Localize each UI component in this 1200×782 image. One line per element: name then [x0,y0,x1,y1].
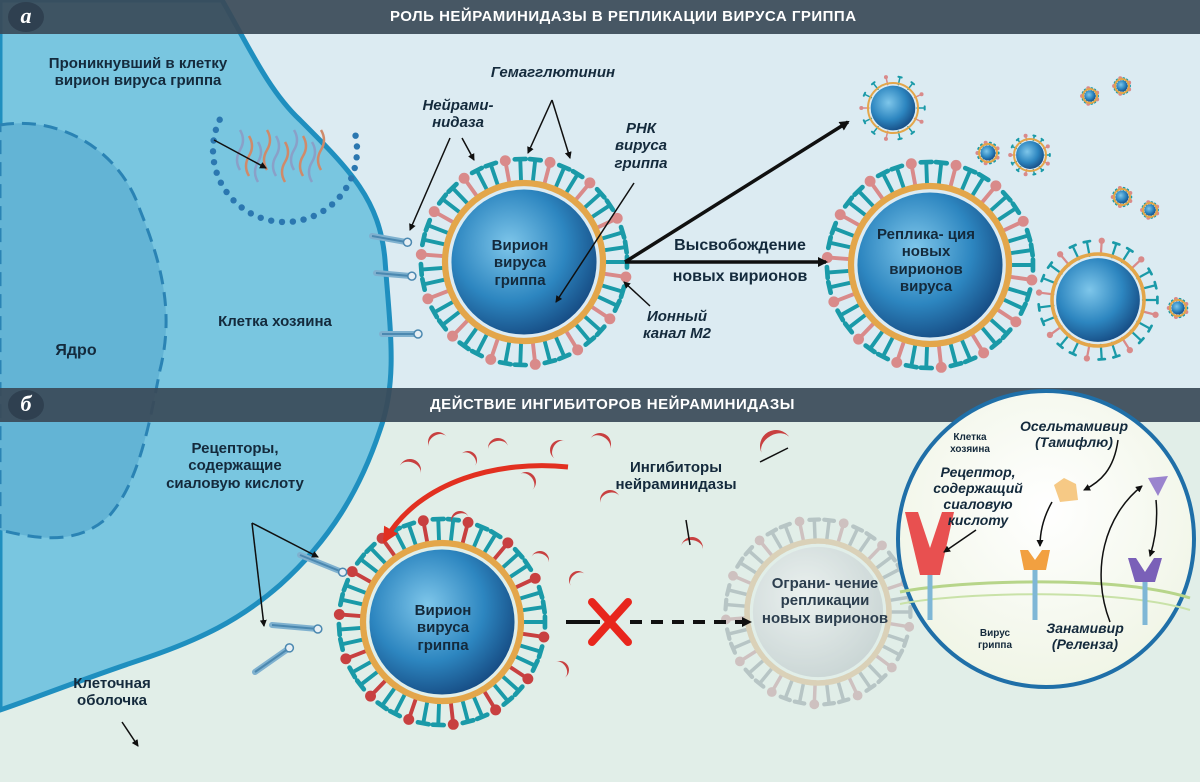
virion-label-a: Вирион вируса гриппа [491,237,549,289]
inhibitors-label: Ингибиторы нейраминидазы [615,459,737,494]
inhibitor-molecule [555,660,570,678]
receptor-b [252,643,295,675]
receptor-a [373,270,417,281]
inset-virus-label: Вирус гриппа [977,628,1013,651]
hemagglutinin-pointer [551,99,572,159]
virion-released-tiny [975,140,1000,166]
receptor-a [369,233,413,248]
inhibitor-molecule [531,551,549,564]
neuraminidase-pointer [461,137,475,161]
receptor-a [379,329,423,339]
virion-b-inhibited [333,515,550,730]
virion-released-small [1008,133,1051,177]
inset-receptor-label: Рецептор, содержащий сиаловую кислоту [933,464,1023,529]
panel-b-title: ДЕЙСТВИЕ ИНГИБИТОРОВ НЕЙРАМИНИДАЗЫ [430,396,795,413]
virion-released-large [1035,237,1159,362]
panel-a-badge: а [8,2,44,32]
zanamivir-path-arrow [1148,499,1158,557]
inhibitor-molecule [488,438,508,450]
host-cell-label: Клетка хозяина [218,313,332,330]
virion-released-tiny [1112,76,1132,96]
inset-receptor-purple [1128,558,1162,625]
hemagglutinin-label: Гемагглютинин [490,64,616,81]
replication-label: Реплика- ция новых вирионов вируса [877,226,975,295]
rna-pointer [555,182,635,303]
new-virions-label: новых вирионов [672,268,808,285]
virion-released-tiny [1166,296,1189,320]
release-arrow [624,120,850,264]
receptors-label: Рецепторы, содержащие сиаловую кислоту [166,440,304,492]
oseltamivir-label: Осельтамивир (Тамифлю) [1019,418,1128,451]
inhibitor-molecule [399,459,421,474]
inhibitor-molecule [569,571,585,586]
inhibitor-molecule [461,451,477,466]
inset-receptor-red [905,512,954,620]
inset-receptor-pointer [943,529,977,553]
virion-b-faded [720,516,915,710]
virion-released-tiny [1140,200,1160,220]
nucleus-label: Ядро [55,342,97,359]
zanamivir-label: Занамивир (Реленза) [1046,620,1124,653]
inset-receptor-orange [1020,550,1050,620]
limitation-label: Ограни- чение репликации новых вирионов [761,575,889,627]
oseltamivir-molecule [1054,478,1078,502]
neuraminidase-label: Нейрами- нидаза [422,97,494,132]
inhibitor-molecule [428,432,447,447]
neuraminidase-pointer [409,137,451,231]
ion-channel-label: Ионный канал М2 [642,308,712,343]
cell-membrane-label: Клеточная оболочка [73,675,151,710]
inhibitor-molecule [590,433,611,450]
inhibitor-pointer [759,447,789,463]
inset-host-cell-label: Клетка хозяина [950,432,990,455]
virion-a-replicating [821,158,1038,373]
inhibitor-molecule [681,537,703,550]
hemagglutinin-pointer [527,99,553,154]
inhibitor-molecule [760,430,790,455]
banner-a [0,0,1200,34]
receptor-b [269,622,323,634]
inhibitor-molecule [519,472,536,490]
release-label: Высвобождение [674,237,806,254]
inhibitor-molecule [600,490,620,504]
entered-virion-label: Проникнувший в клетку вирион вируса грип… [48,55,228,90]
receptor-b [297,552,348,577]
inhibitor-pointer [685,519,691,546]
cross-icon [588,598,632,646]
zanamivir-molecule [1148,476,1168,496]
inhibitor-molecule [451,511,469,524]
ion-channel-pointer [623,281,651,307]
virion-label-b: Вирион вируса гриппа [414,602,472,654]
inhibitor-molecule [550,440,565,459]
inset-circle [896,389,1196,689]
oseltamivir-pointer [1083,439,1119,491]
panel-b-badge: б [8,390,44,420]
virion-released-tiny [1080,86,1100,106]
panel-a-title: РОЛЬ НЕЙРАМИНИДАЗЫ В РЕПЛИКАЦИИ ВИРУСА Г… [390,8,857,25]
virion-released-small [859,75,926,141]
rna-label: РНК вируса гриппа [614,120,668,172]
virion-released-tiny [1110,185,1133,209]
virion-a-main [415,155,632,370]
cell-membrane-pointer [121,721,139,747]
nucleus [0,121,168,540]
zanamivir-pointer [1100,485,1143,623]
receptor-pointer [251,522,267,627]
inhibitor-red-arrow [382,463,569,544]
entered-virion-pointer [213,139,267,169]
receptor-pointer [251,522,319,558]
oseltamivir-path-arrow [1036,501,1053,547]
